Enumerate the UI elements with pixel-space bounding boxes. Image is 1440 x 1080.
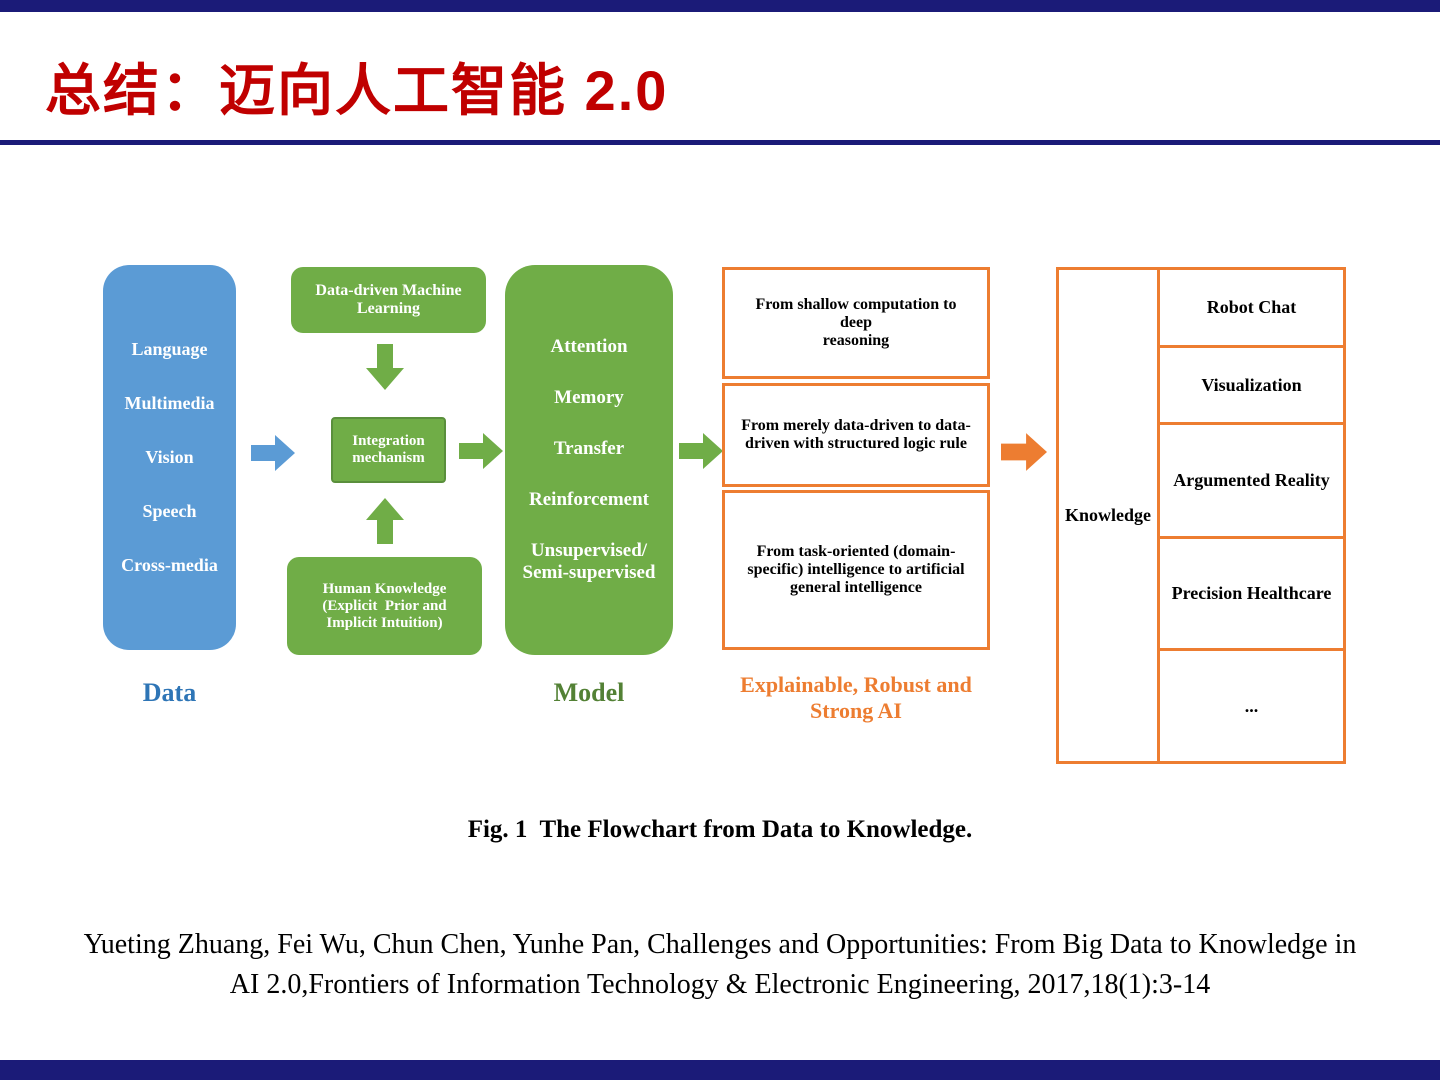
application-box: Robot Chat [1157,267,1346,348]
application-box: ... [1157,648,1346,764]
bottom-bar [0,1060,1440,1080]
model-label: Model [553,678,625,707]
data-item: Vision [145,447,194,467]
arrow-right-icon [251,435,295,471]
figure-caption: Fig. 1 The Flowchart from Data to Knowle… [467,816,973,843]
integration-box: Integration mechanism [331,417,446,483]
arrow-right-icon [1001,433,1047,471]
top-bar [0,0,1440,12]
model-item: Transfer [553,438,625,459]
data-label: Data [142,678,197,707]
data-item: Speech [142,501,197,521]
model-item: Memory [554,387,624,408]
data-item: Cross-media [121,555,218,575]
challenges-label: Explainable, Robust and Strong AI [740,672,972,723]
data-box: Language Multimedia Vision Speech Cross-… [103,265,236,650]
arrow-up-icon [366,498,404,544]
model-item: Attention [550,336,628,357]
model-item: Reinforcement [529,489,649,510]
human-knowledge-box: Human Knowledge (Explicit Prior and Impl… [287,557,482,655]
challenge-box: From task-oriented (domain- specific) in… [722,490,990,650]
challenge-box: From shallow computation to deep reasoni… [722,267,990,379]
arrow-down-icon [366,344,404,390]
citation: Yueting Zhuang, Fei Wu, Chun Chen, Yunhe… [83,929,1357,1000]
data-item: Multimedia [124,393,215,413]
data-item: Language [131,339,208,359]
page-title: 总结：迈向人工智能 2.0 [45,59,669,122]
application-box: Precision Healthcare [1157,536,1346,651]
arrow-right-icon [459,433,503,469]
knowledge-box: Knowledge [1056,267,1160,764]
title-divider [0,140,1440,145]
model-box: Attention Memory Transfer Reinforcement … [505,265,673,655]
arrow-right-icon [679,433,723,469]
application-box: Argumented Reality [1157,422,1346,539]
challenge-box: From merely data-driven to data- driven … [722,383,990,487]
model-item: Unsupervised/ Semi-supervised [522,540,656,583]
application-box: Visualization [1157,345,1346,425]
ml-box: Data-driven Machine Learning [291,267,486,333]
